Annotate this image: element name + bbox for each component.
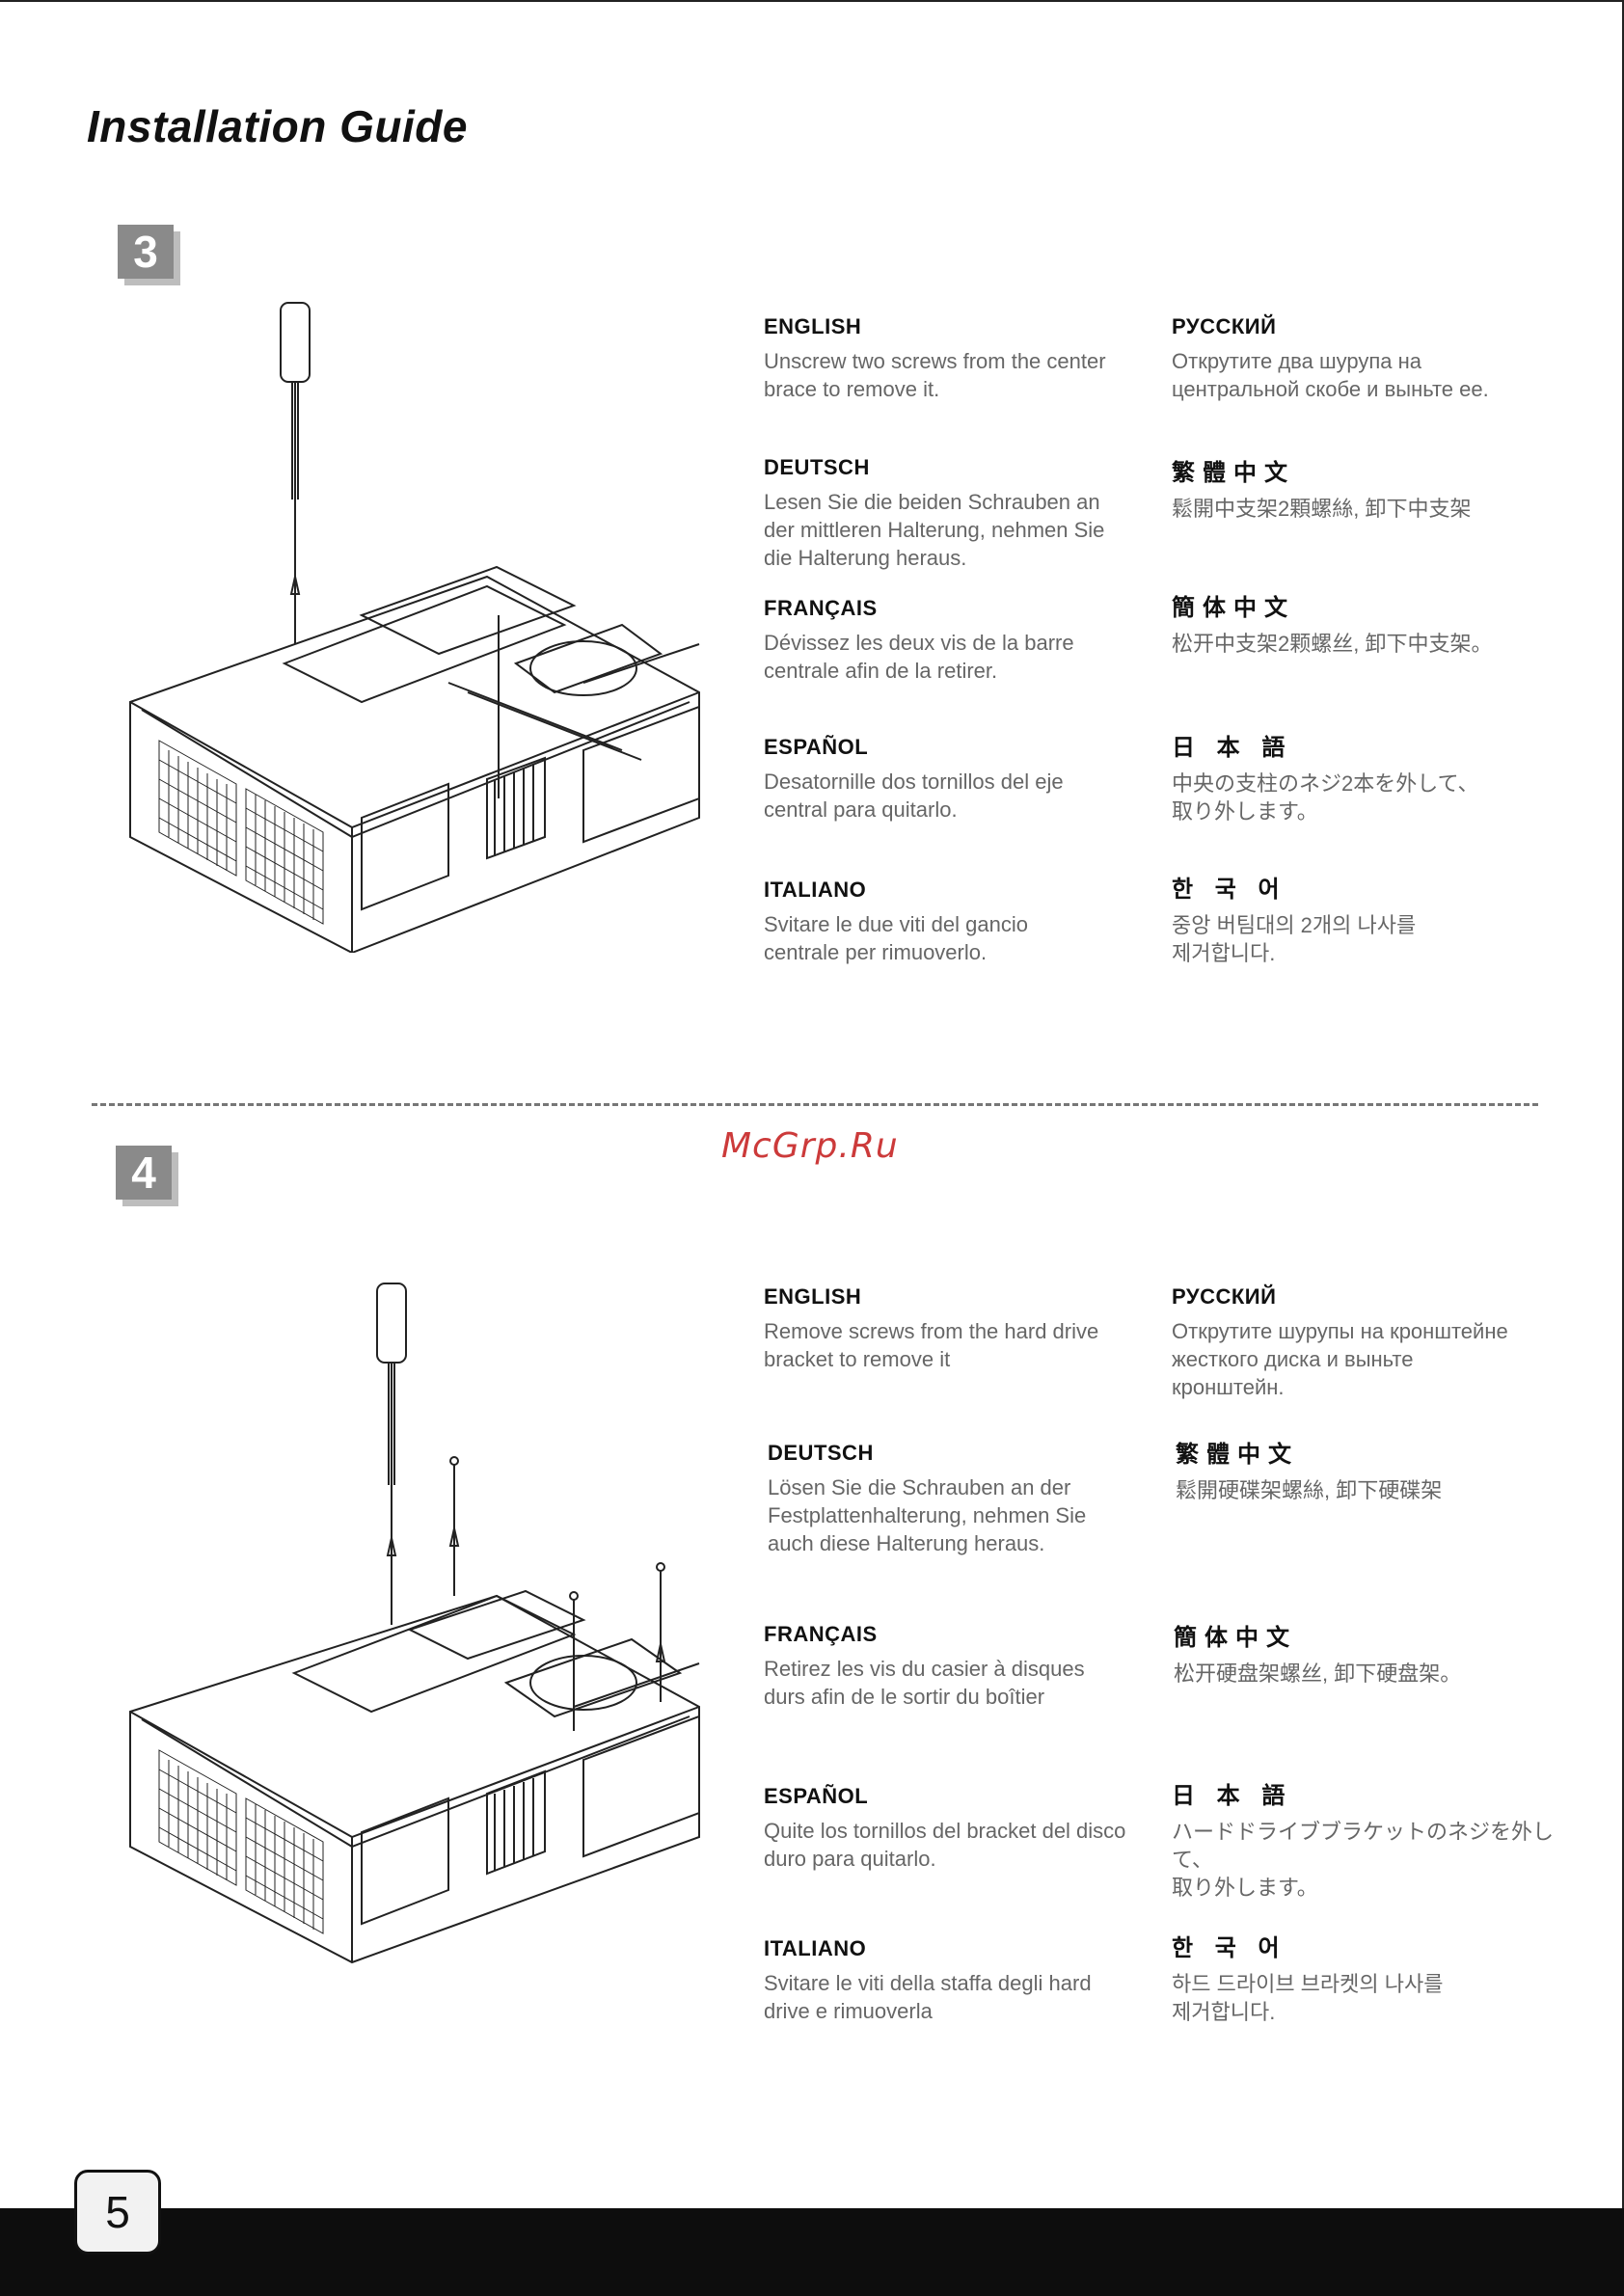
instruction-english: ENGLISH Remove screws from the hard driv… (764, 1284, 1169, 1373)
instruction-text: Desatornille dos tornillos del eje centr… (764, 770, 1064, 822)
watermark: McGrp.Ru (721, 1126, 899, 1166)
language-heading: FRANÇAIS (764, 596, 878, 620)
step-number-badge: 3 (118, 225, 174, 279)
instruction-deutsch: DEUTSCH Lösen Sie die Schrauben an der F… (768, 1441, 1173, 1557)
language-heading: ENGLISH (764, 1284, 862, 1309)
instruction-francais: FRANÇAIS Retirez les vis du casier à dis… (764, 1622, 1169, 1711)
instruction-korean: 한 국 어 하드 드라이브 브라켓의 나사를 제거합니다. (1172, 1929, 1577, 2026)
instruction-text: Quite los tornillos del bracket del disc… (764, 1819, 1126, 1871)
instruction-text: 松开中支架2颗螺丝, 卸下中支架。 (1172, 632, 1493, 656)
instruction-traditional-chinese: 繁體中文 鬆開硬碟架螺絲, 卸下硬碟架 (1176, 1435, 1581, 1504)
language-heading: РУССКИЙ (1172, 1284, 1277, 1309)
instruction-text: Lösen Sie die Schrauben an der Festplatt… (768, 1475, 1087, 1555)
language-heading: 繁體中文 (1172, 460, 1295, 486)
instruction-text: Dévissez les deux vis de la barre centra… (764, 631, 1074, 683)
case-illustration-step-3 (129, 302, 700, 953)
instruction-text: Remove screws from the hard drive bracke… (764, 1319, 1099, 1371)
instruction-traditional-chinese: 繁體中文 鬆開中支架2顆螺絲, 卸下中支架 (1172, 453, 1577, 523)
instruction-text: 鬆開硬碟架螺絲, 卸下硬碟架 (1176, 1478, 1443, 1502)
instruction-japanese: 日 本 語 ハードドライブブラケットのネジを外して、 取り外します。 (1172, 1776, 1577, 1902)
language-heading: РУССКИЙ (1172, 314, 1277, 338)
instruction-francais: FRANÇAIS Dévissez les deux vis de la bar… (764, 596, 1169, 685)
page-title: Installation Guide (87, 101, 468, 151)
language-heading: ENGLISH (764, 314, 862, 338)
language-heading: 日 本 語 (1172, 735, 1293, 761)
instruction-text: 鬆開中支架2顆螺絲, 卸下中支架 (1172, 497, 1472, 521)
page-border (0, 0, 1624, 2)
language-heading: 繁體中文 (1176, 1442, 1299, 1468)
language-heading: ESPAÑOL (764, 1784, 869, 1808)
screw-icon (449, 1456, 459, 1466)
instruction-text: Lesen Sie die beiden Schrauben an der mi… (764, 490, 1105, 570)
instruction-text: 中央の支柱のネジ2本を外して、 取り外します。 (1172, 771, 1479, 824)
instruction-italiano: ITALIANO Svitare le viti della staffa de… (764, 1936, 1169, 2025)
instruction-text: Retirez les vis du casier à disques durs… (764, 1657, 1085, 1709)
language-heading: 簡体中文 (1174, 1625, 1297, 1651)
instruction-simplified-chinese: 簡体中文 松开中支架2颗螺丝, 卸下中支架。 (1172, 588, 1577, 658)
language-heading: FRANÇAIS (764, 1622, 878, 1646)
step-number-badge: 4 (116, 1146, 172, 1200)
instruction-korean: 한 국 어 중앙 버팀대의 2개의 나사를 제거합니다. (1172, 870, 1577, 967)
instruction-english: ENGLISH Unscrew two screws from the cent… (764, 314, 1169, 403)
screw-icon (569, 1591, 579, 1601)
language-heading: 簡体中文 (1172, 595, 1295, 621)
language-heading: ITALIANO (764, 878, 867, 902)
instruction-text: ハードドライブブラケットのネジを外して、 取り外します。 (1172, 1820, 1555, 1900)
language-heading: 한 국 어 (1172, 877, 1287, 903)
instruction-text: Открутите два шурупа на центральной скоб… (1172, 349, 1489, 401)
language-heading: 日 本 語 (1172, 1783, 1293, 1809)
instruction-espanol: ESPAÑOL Quite los tornillos del bracket … (764, 1784, 1169, 1873)
instruction-russian: РУССКИЙ Открутите два шурупа на централь… (1172, 314, 1577, 403)
instruction-japanese: 日 本 語 中央の支柱のネジ2本を外して、 取り外します。 (1172, 728, 1577, 825)
instruction-text: Svitare le viti della staffa degli hard … (764, 1971, 1092, 2023)
instruction-simplified-chinese: 簡体中文 松开硬盘架螺丝, 卸下硬盘架。 (1174, 1618, 1579, 1688)
instruction-text: 松开硬盘架螺丝, 卸下硬盘架。 (1174, 1661, 1462, 1686)
screw-icon (656, 1562, 665, 1572)
section-divider (92, 1103, 1538, 1106)
instruction-italiano: ITALIANO Svitare le due viti del gancio … (764, 878, 1169, 966)
footer-bar (0, 2208, 1624, 2296)
language-heading: DEUTSCH (764, 455, 870, 479)
instruction-text: Svitare le due viti del gancio centrale … (764, 912, 1028, 964)
screwdriver-handle-icon (280, 302, 311, 383)
language-heading: 한 국 어 (1172, 1935, 1287, 1961)
instruction-deutsch: DEUTSCH Lesen Sie die beiden Schrauben a… (764, 455, 1169, 572)
instruction-espanol: ESPAÑOL Desatornille dos tornillos del e… (764, 735, 1169, 824)
language-heading: ESPAÑOL (764, 735, 869, 759)
instruction-text: 중앙 버팀대의 2개의 나사를 제거합니다. (1172, 913, 1417, 965)
case-illustration-step-4 (129, 1283, 700, 1964)
page-number: 5 (74, 2170, 161, 2255)
language-heading: DEUTSCH (768, 1441, 874, 1465)
screwdriver-handle-icon (376, 1283, 407, 1364)
instruction-text: 하드 드라이브 브라켓의 나사를 제거합니다. (1172, 1972, 1444, 2024)
instruction-text: Открутите шурупы на кронштейне жесткого … (1172, 1319, 1508, 1399)
instruction-russian: РУССКИЙ Открутите шурупы на кронштейне ж… (1172, 1284, 1577, 1401)
language-heading: ITALIANO (764, 1936, 867, 1960)
instruction-text: Unscrew two screws from the center brace… (764, 349, 1106, 401)
page-border (1622, 0, 1624, 2296)
